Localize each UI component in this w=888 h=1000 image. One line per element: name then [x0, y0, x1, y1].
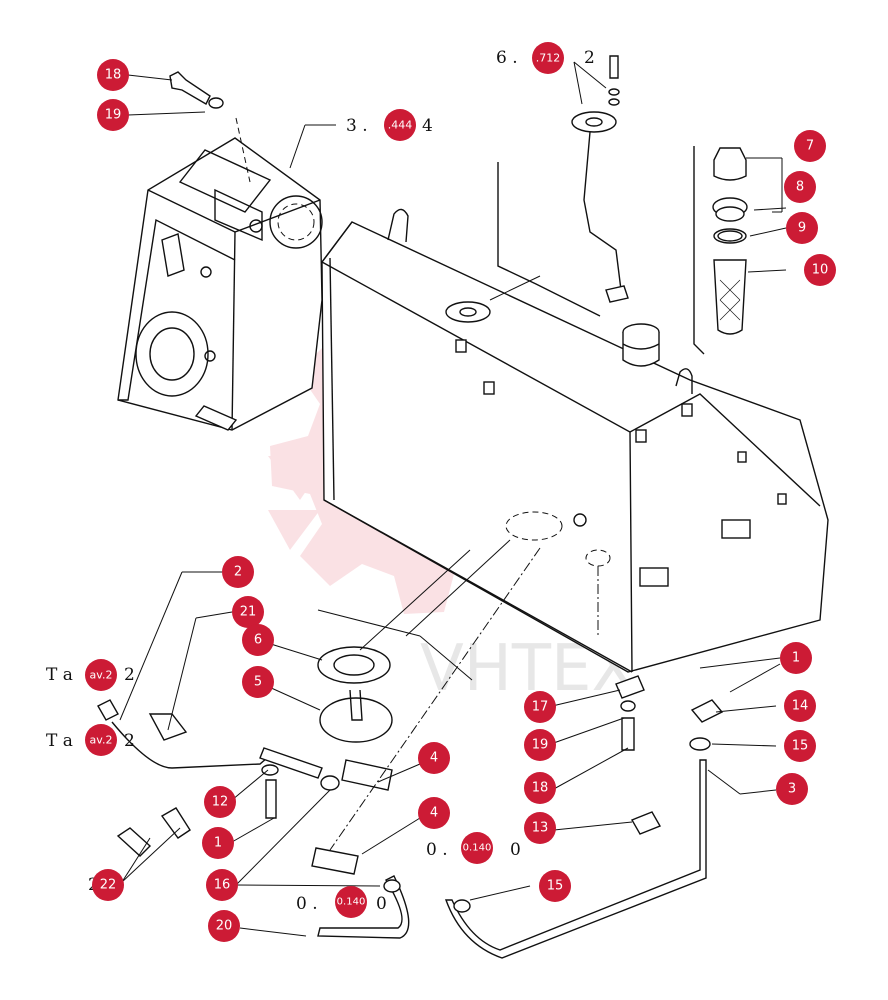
svg-text:9: 9: [798, 221, 806, 236]
svg-text:15: 15: [547, 879, 564, 894]
ref-tav-2-prefix: T a: [46, 731, 73, 751]
svg-text:av.2: av.2: [90, 669, 113, 682]
callout-18-top: 18: [97, 59, 129, 91]
callout-9: 9: [786, 212, 818, 244]
callout-15-right: 15: [784, 730, 816, 762]
svg-text:0.140: 0.140: [337, 897, 366, 908]
ref-0140-lower-suffix: 0: [376, 894, 387, 914]
ref-tav-1-prefix: T a: [46, 665, 73, 685]
callout-0140-lower: 0.140: [335, 886, 367, 918]
callout-17: 17: [524, 691, 556, 723]
ref-0140-lower-prefix: 0 .: [296, 894, 318, 914]
callout-712: .712: [532, 42, 564, 74]
ref-6712-suffix: 2: [584, 48, 595, 68]
svg-text:0.140: 0.140: [463, 843, 492, 854]
ref-6712-prefix: 6 .: [496, 48, 518, 68]
svg-text:av.2: av.2: [90, 734, 113, 747]
fuel-tank: [321, 208, 829, 699]
fuel-hoses: [111, 713, 707, 959]
svg-text:3: 3: [788, 782, 796, 797]
fuel-sender-assembly: [489, 55, 629, 317]
callout-6: 6: [242, 624, 274, 656]
svg-text:1: 1: [792, 651, 800, 666]
svg-text:14: 14: [792, 699, 809, 714]
svg-text:10: 10: [812, 263, 829, 278]
callout-1-lower-left: 1: [202, 827, 234, 859]
callout-tav-2: av.2: [85, 724, 117, 756]
ref-tav-1-suffix: 2: [124, 665, 135, 685]
svg-text:7: 7: [806, 139, 814, 154]
callout-tav-1: av.2: [85, 659, 117, 691]
callout-3: 3: [776, 773, 808, 805]
svg-text:4: 4: [430, 751, 438, 766]
callout-15-lower: 15: [539, 870, 571, 902]
callout-19-top: 19: [97, 99, 129, 131]
callout-5: 5: [242, 666, 274, 698]
svg-text:.444: .444: [388, 119, 413, 132]
svg-text:22: 22: [100, 878, 117, 893]
callout-21: 21: [232, 596, 264, 628]
callout-7: 7: [794, 130, 826, 162]
callout-22: 22: [92, 869, 124, 901]
ref-tav-2-suffix: 2: [124, 731, 135, 751]
leader-lines: [119, 74, 787, 937]
bolt-18-top: [169, 71, 251, 183]
svg-text:17: 17: [532, 700, 549, 715]
svg-text:2: 2: [234, 565, 242, 580]
callout-20: 20: [208, 910, 240, 942]
svg-text:4: 4: [430, 806, 438, 821]
svg-text:6: 6: [254, 633, 262, 648]
callout-8: 8: [784, 171, 816, 203]
callout-444: .444: [384, 109, 416, 141]
svg-text:18: 18: [105, 68, 122, 83]
ref-3444-prefix: 3 .: [346, 116, 368, 136]
svg-text:13: 13: [532, 821, 549, 836]
callout-4-lower: 4: [418, 797, 450, 829]
callout-10: 10: [804, 254, 836, 286]
svg-text:16: 16: [214, 878, 231, 893]
svg-text:15: 15: [792, 739, 809, 754]
svg-text:.712: .712: [536, 52, 561, 65]
callout-14: 14: [784, 690, 816, 722]
callout-18-lower: 18: [524, 772, 556, 804]
svg-text:5: 5: [254, 675, 262, 690]
svg-text:21: 21: [240, 605, 257, 620]
svg-text:1: 1: [214, 836, 222, 851]
filler-cap-group: [693, 146, 783, 355]
valves-and-fittings: [97, 699, 724, 913]
svg-text:8: 8: [796, 180, 804, 195]
callout-12: 12: [204, 786, 236, 818]
callout-1-right: 1: [780, 642, 812, 674]
callout-19-lower: 19: [524, 729, 556, 761]
gearbox-housing: [117, 137, 323, 431]
callout-4-upper: 4: [418, 742, 450, 774]
svg-text:18: 18: [532, 781, 549, 796]
callout-2: 2: [222, 556, 254, 588]
callout-0140-upper: 0.140: [461, 832, 493, 864]
svg-text:19: 19: [105, 108, 122, 123]
svg-text:20: 20: [216, 919, 233, 934]
svg-text:12: 12: [212, 795, 229, 810]
ref-0140-upper-prefix: 0 .: [426, 840, 448, 860]
callout-13: 13: [524, 812, 556, 844]
ref-3444-suffix: 4: [422, 116, 433, 136]
svg-text:19: 19: [532, 738, 549, 753]
ref-0140-upper-suffix: 0: [510, 840, 521, 860]
flange-and-gasket: [317, 609, 473, 743]
callout-16: 16: [206, 869, 238, 901]
